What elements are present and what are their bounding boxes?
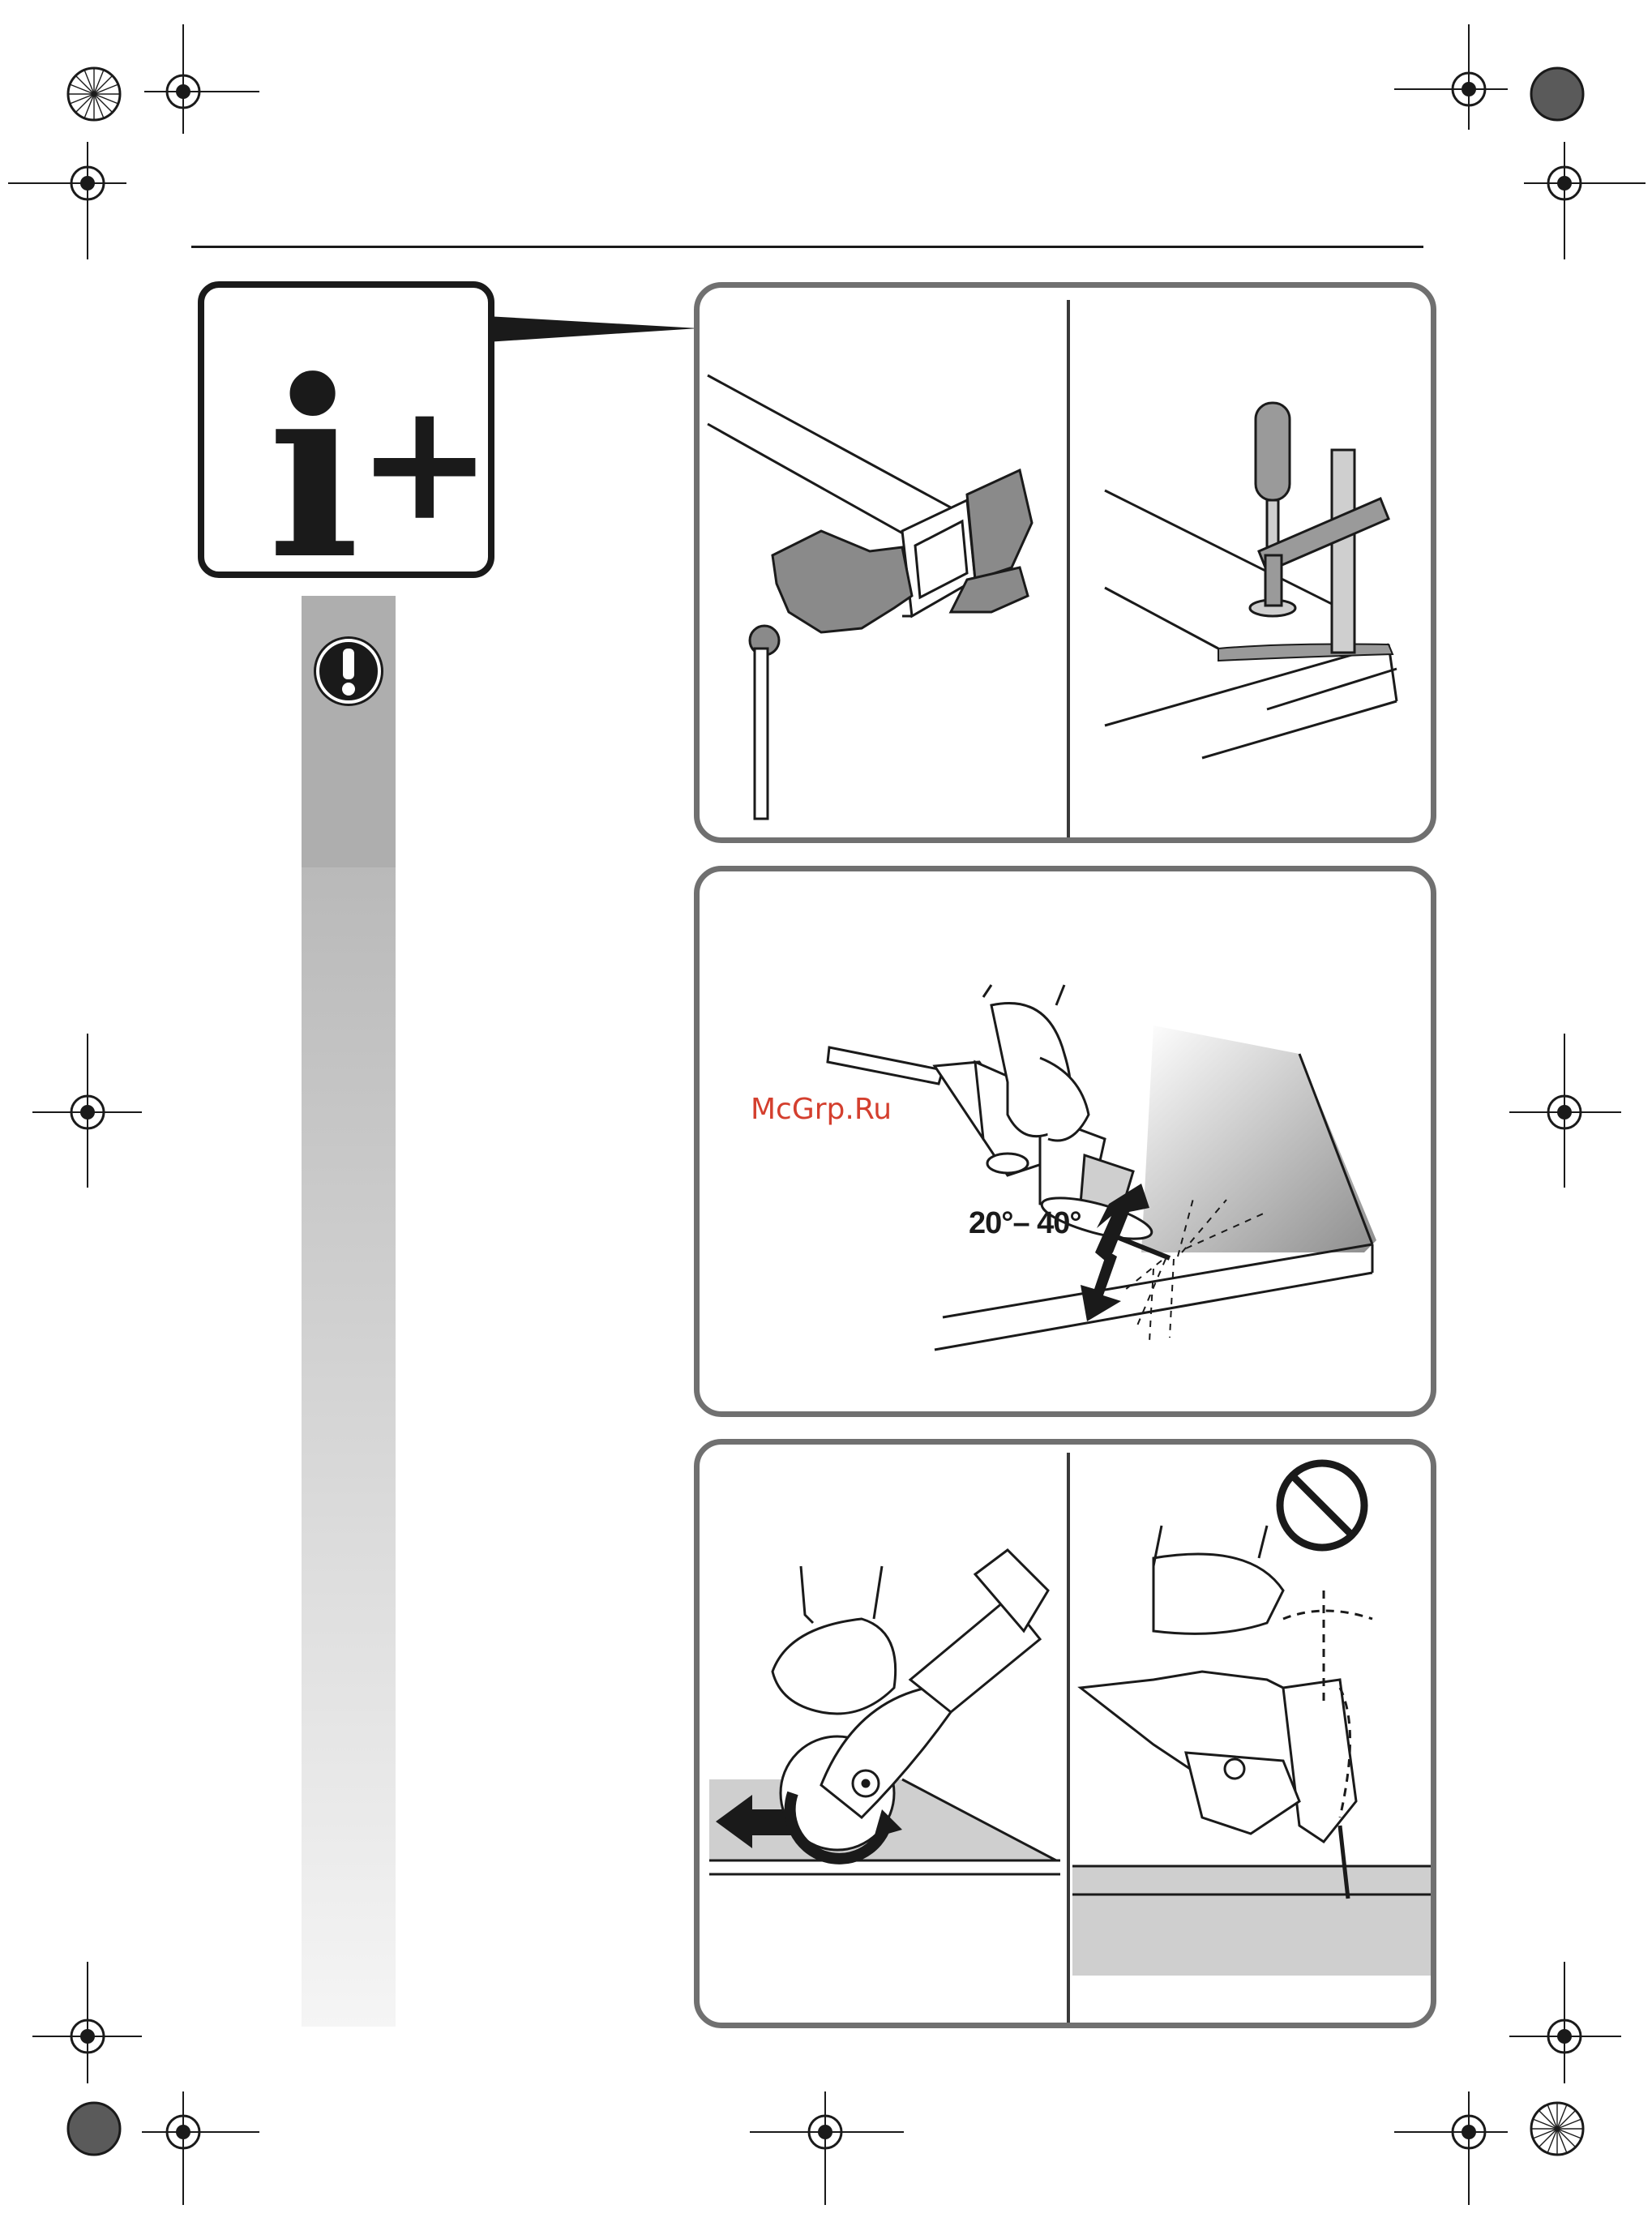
info-icon: i bbox=[267, 349, 360, 592]
cutting-direction-illustration bbox=[700, 1445, 1436, 2028]
plus-icon: + bbox=[357, 381, 493, 543]
angle-label: 20°– 40° bbox=[969, 1206, 1081, 1241]
callout-pointer bbox=[486, 308, 705, 357]
figure-1-panel bbox=[694, 282, 1436, 843]
angle-grinding-illustration bbox=[700, 871, 1436, 1417]
watermark: McGrp.Ru bbox=[751, 1093, 892, 1126]
no-symbol-icon bbox=[1280, 1463, 1364, 1548]
vise-and-clamp-illustration bbox=[700, 288, 1436, 843]
figure-2-panel bbox=[694, 866, 1436, 1417]
exclamation-circle-icon bbox=[311, 634, 386, 709]
gradient-bar bbox=[302, 867, 396, 2027]
header-rule bbox=[191, 246, 1423, 248]
figure-3-panel bbox=[694, 1439, 1436, 2028]
